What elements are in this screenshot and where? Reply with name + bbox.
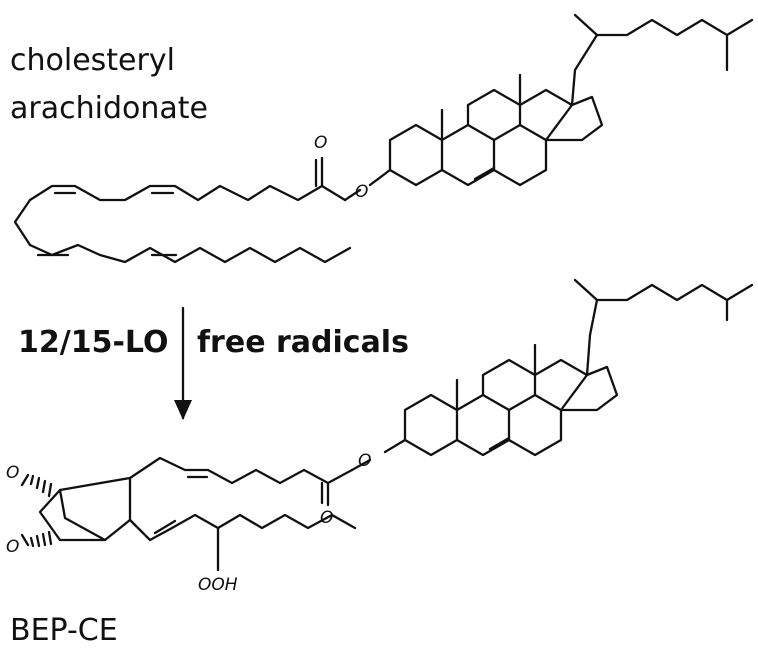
peroxide-oxygen-upper: O <box>6 463 19 483</box>
steroid-double-bond-bottom <box>488 436 511 451</box>
arachidonate-chain <box>13 184 352 264</box>
ester-oxygen-top: O <box>355 182 368 202</box>
carbonyl-oxygen-top: O <box>314 133 327 153</box>
ester-oxygen-bottom: O <box>358 451 371 471</box>
reactant-name-line1: cholesteryl <box>10 43 175 78</box>
enzymatic-pathway-label: 12/15-LO <box>18 325 168 360</box>
steroid-core-top <box>343 13 754 202</box>
stereo-hash-upper <box>29 474 53 498</box>
steroid-double-bond-top <box>473 166 496 181</box>
hydroperoxy-group: OOH <box>198 575 238 595</box>
carbonyl-bond-top <box>314 156 324 188</box>
lower-side-chain <box>128 513 357 542</box>
reactant-name-line2: arachidonate <box>10 91 208 126</box>
chain-double-bonds-top <box>36 191 178 257</box>
trans-double-bond <box>153 519 177 535</box>
steroid-core-bottom <box>350 278 754 472</box>
stereo-hash-lower <box>29 530 53 548</box>
cyclopentane-ring <box>38 476 132 542</box>
product-name: BEP-CE <box>10 613 118 648</box>
radical-pathway-label: free radicals <box>197 325 409 360</box>
reactant-molecule: O O <box>13 13 754 264</box>
peroxide-oxygen-lower: O <box>6 537 19 557</box>
reaction-arrow <box>174 306 192 420</box>
peroxide-bridge <box>20 473 30 547</box>
carbonyl-bond-bottom <box>320 481 330 507</box>
product-molecule: O O O O OOH <box>6 278 754 595</box>
upper-side-chain <box>128 456 354 485</box>
